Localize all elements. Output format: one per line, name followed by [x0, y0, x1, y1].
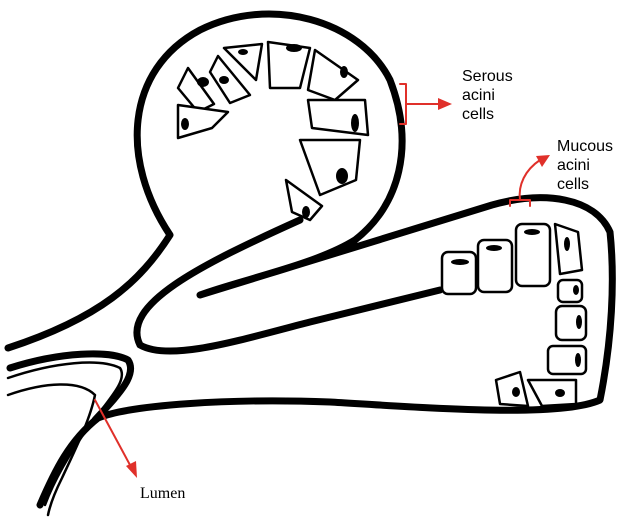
- serous-cells: [178, 42, 368, 220]
- mucous-cells: [442, 224, 586, 406]
- serous-label-line-2: acini: [462, 86, 513, 105]
- serous-label-line-3: cells: [462, 105, 513, 124]
- lumen-label: Lumen: [140, 484, 185, 503]
- serous-label: Serous acini cells: [462, 67, 513, 124]
- mucous-label-line-2: acini: [557, 156, 613, 175]
- mucous-label-line-1: Mucous: [557, 137, 613, 156]
- mucous-label-line-3: cells: [557, 175, 613, 194]
- serous-pointer: [400, 84, 452, 124]
- serous-label-line-1: Serous: [462, 67, 513, 86]
- lumen-wall-inner: [8, 384, 95, 515]
- duct-inner-wall: [137, 220, 440, 351]
- mucous-label: Mucous acini cells: [557, 137, 613, 194]
